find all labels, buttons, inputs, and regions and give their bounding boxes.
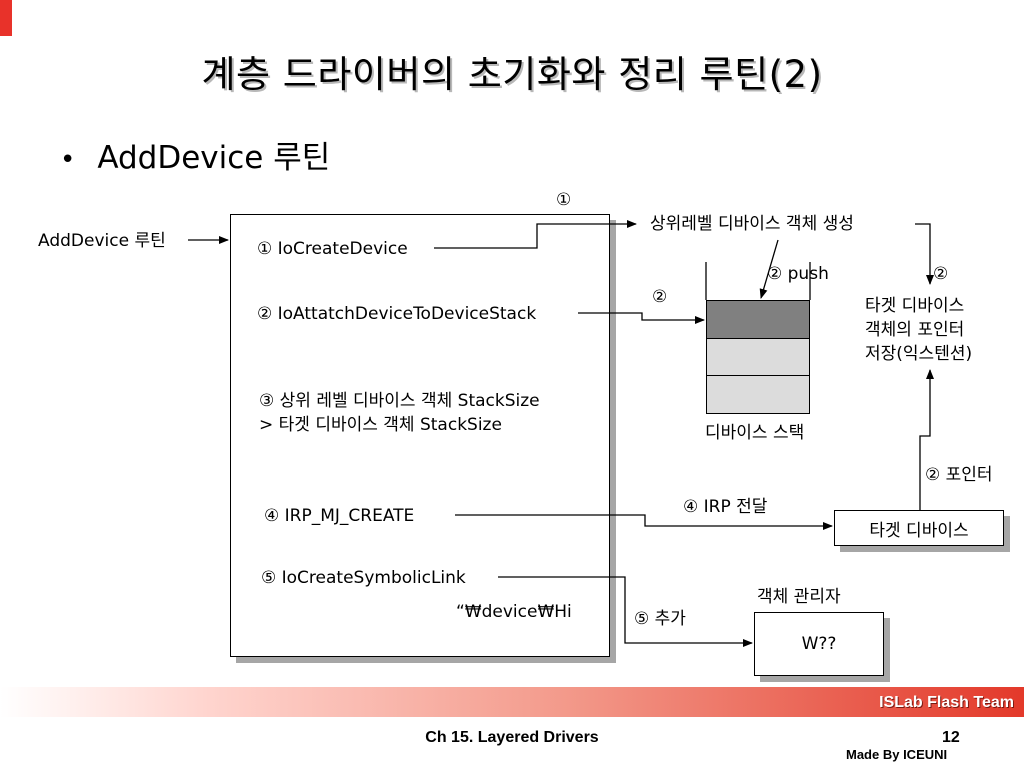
pointer-store-line-1: 타겟 디바이스 <box>865 296 965 316</box>
pointer-store-line-2: 객체의 포인터 <box>865 320 965 340</box>
bullet-text: AddDevice 루틴 <box>97 140 331 176</box>
step-2-label: ② IoAttatchDeviceToDeviceStack <box>257 304 537 324</box>
marker-2-right-label: ② <box>933 264 949 284</box>
attach-connector <box>578 312 705 324</box>
step-4-label: ④ IRP_MJ_CREATE <box>264 506 415 526</box>
device-stack-label: 디바이스 스택 <box>705 423 805 443</box>
store-pointer-connector <box>915 223 934 285</box>
push-connector <box>759 239 779 299</box>
object-manager-label: 객체 관리자 <box>757 587 841 607</box>
add-label: ⑤ 추가 <box>634 609 686 629</box>
chapter-label: Ch 15. Layered Drivers <box>425 729 599 746</box>
irp-transfer-label: ④ IRP 전달 <box>683 497 768 517</box>
pointer-store-line-3: 저장(익스텐션) <box>865 344 973 364</box>
entry-label: AddDevice 루틴 <box>38 231 166 251</box>
target-device-box: 타겟 디바이스 <box>834 510 1004 546</box>
object-manager-box: W?? <box>754 612 884 676</box>
device-stack-bottom-cell <box>706 375 810 414</box>
step-1-label: ① IoCreateDevice <box>257 239 408 259</box>
pointer-connector <box>919 369 934 510</box>
adddevice-routine-box <box>230 214 610 657</box>
slide-title: 계층 드라이버의 초기화와 정리 루틴(2) <box>201 53 823 96</box>
marker-1-label: ① <box>556 190 572 210</box>
step-3-line-1: ③ 상위 레벨 디바이스 객체 StackSize <box>259 391 540 411</box>
step-5-label: ⑤ IoCreateSymbolicLink <box>261 568 466 588</box>
irp-connector <box>455 514 833 530</box>
upper-object-label: 상위레벨 디바이스 객체 생성 <box>650 214 854 234</box>
symlink-name-label: “₩device₩Hi <box>456 602 572 622</box>
push-label: ② push <box>767 264 829 284</box>
bullet-marker: • <box>60 145 76 175</box>
page-number: 12 <box>942 729 960 746</box>
made-by-label: Made By ICEUNI <box>846 747 948 762</box>
corner-accent <box>0 0 12 36</box>
symlink-connector <box>498 576 753 647</box>
step-3-line-2: > 타겟 디바이스 객체 StackSize <box>259 415 502 435</box>
pointer-label: ② 포인터 <box>925 465 993 485</box>
bullet-item: • AddDevice 루틴 <box>60 132 330 177</box>
create-device-connector <box>434 220 637 249</box>
team-label: ISLab Flash Team <box>879 694 1014 711</box>
footer-band <box>0 687 1024 717</box>
marker-2-left-label: ② <box>652 287 668 307</box>
